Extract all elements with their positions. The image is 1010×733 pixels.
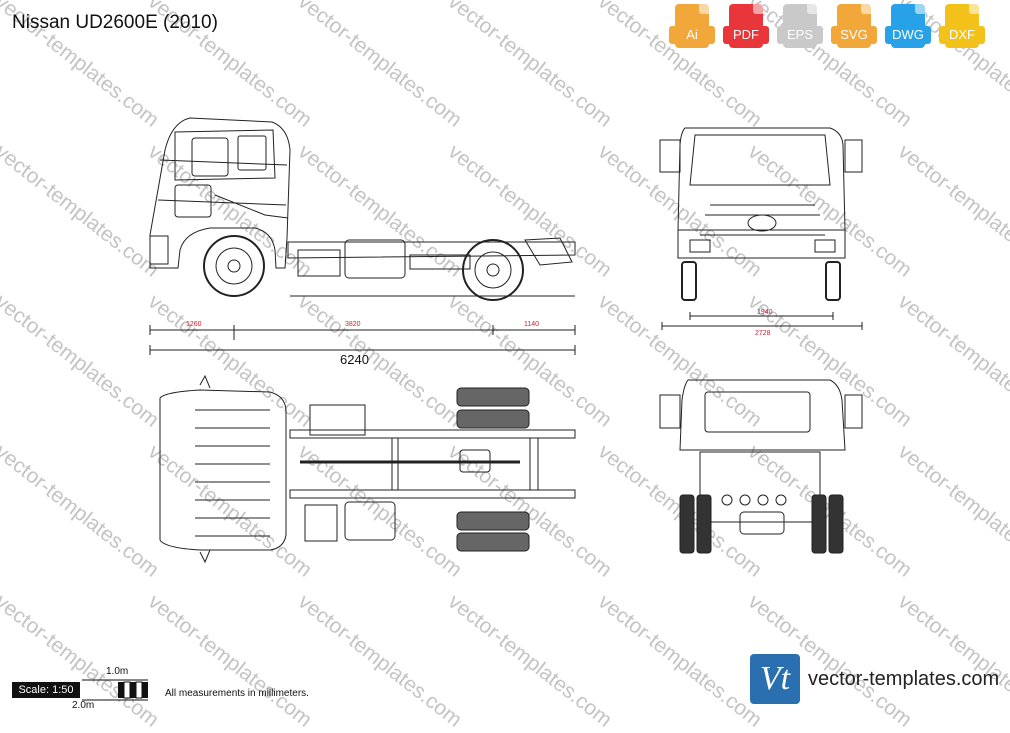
dim-overall-length: 6240	[340, 352, 369, 367]
side-view	[149, 117, 576, 301]
rear-tire-right-outer	[828, 494, 844, 554]
cab-top	[159, 389, 287, 551]
blueprint-drawing: 1260 3820 1140 6240 1940 2728	[149, 117, 863, 564]
rear-wheel	[462, 239, 524, 301]
front-view	[659, 127, 863, 301]
format-badge-svg[interactable]: SVG	[831, 4, 877, 52]
format-badge-ai[interactable]: Ai	[669, 4, 715, 52]
scale-ruler	[82, 679, 148, 701]
brand-site[interactable]: vector-templates.com	[808, 668, 1000, 690]
dim-wheelbase: 3820	[345, 321, 361, 328]
front-tire-left	[681, 261, 697, 301]
format-badge-eps[interactable]: EPS	[777, 4, 823, 52]
format-label: EPS	[777, 26, 823, 44]
fuel-tank	[344, 239, 406, 279]
fuel-tank-top	[344, 501, 396, 541]
side-dimensions	[149, 325, 576, 355]
rear-tire-left-outer	[679, 494, 695, 554]
measurement-note: All measurements in millimeters.	[165, 688, 309, 699]
rear-view	[659, 379, 863, 554]
dim-rear-overhang: 1140	[524, 321, 539, 328]
dim-overall-width: 2728	[755, 330, 771, 337]
front-tire-right	[825, 261, 841, 301]
format-label: PDF	[723, 26, 769, 44]
front-dimensions	[661, 312, 863, 330]
dim-track-width: 1940	[757, 309, 773, 316]
rear-cab	[679, 379, 846, 451]
format-badges: Ai PDF EPS SVG DWG DXF	[669, 4, 985, 52]
top-view	[159, 374, 576, 564]
format-label: DWG	[885, 26, 931, 44]
rear-tire-top	[456, 387, 530, 407]
scale-two-meter: 2.0m	[72, 700, 95, 711]
format-label: Ai	[669, 26, 715, 44]
scale-one-meter: 1.0m	[106, 666, 129, 677]
page-title: Nissan UD2600E (2010)	[12, 12, 218, 33]
cab-body	[149, 117, 291, 269]
format-badge-dxf[interactable]: DXF	[939, 4, 985, 52]
brand-logo[interactable]: Vt	[750, 654, 800, 704]
format-label: DXF	[939, 26, 985, 44]
front-wheel	[203, 235, 265, 297]
dim-front-overhang: 1260	[186, 321, 202, 328]
format-label: SVG	[831, 26, 877, 44]
scale-label: Scale: 1:50	[12, 682, 80, 698]
format-badge-dwg[interactable]: DWG	[885, 4, 931, 52]
format-badge-pdf[interactable]: PDF	[723, 4, 769, 52]
